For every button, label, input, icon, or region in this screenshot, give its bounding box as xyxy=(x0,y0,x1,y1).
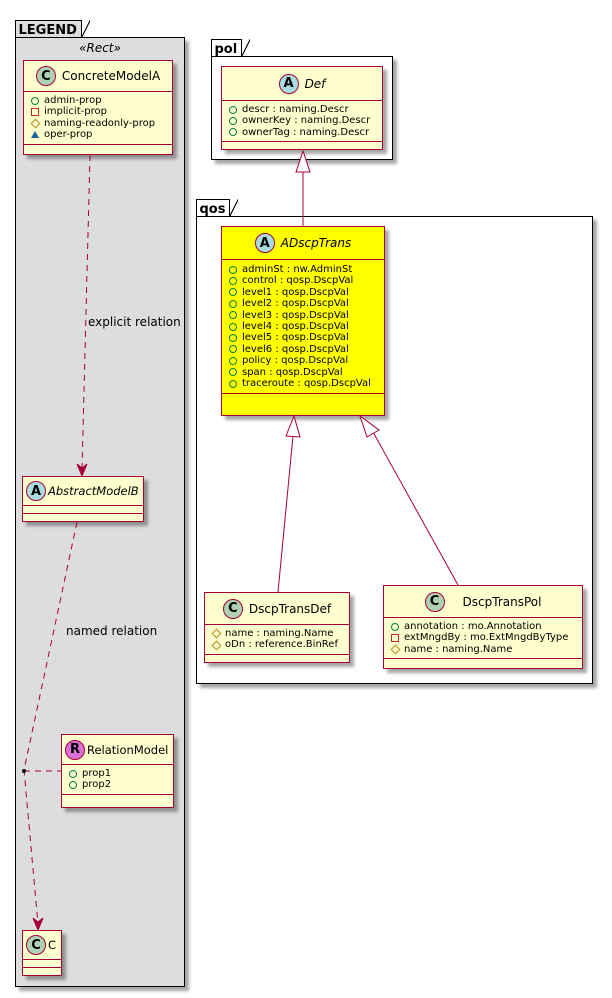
class-name: C xyxy=(48,938,57,952)
class-name: RelationModel xyxy=(87,742,169,757)
attribute: level2 : qosp.DscpVal xyxy=(228,298,378,309)
attribute: span : qosp.DscpVal xyxy=(228,367,378,378)
attribute-list: descr : naming.Descr ownerKey : naming.D… xyxy=(222,101,382,143)
inheritance-edge-dscptransdef-adscptrans xyxy=(277,435,294,593)
attribute: naming-readonly-prop xyxy=(30,118,166,129)
inheritance-arrowhead xyxy=(285,414,301,438)
attribute: level5 : qosp.DscpVal xyxy=(228,332,378,343)
legend-stereotype: «Rect» xyxy=(79,41,121,55)
attribute: annotation : mo.Annotation xyxy=(390,621,576,632)
attribute-list: prop1 prop2 xyxy=(62,765,173,795)
class-dscp-trans-pol[interactable]: C DscpTransPol annotation : mo.Annotatio… xyxy=(383,585,583,669)
class-name: DscpTransPol xyxy=(462,594,542,609)
explicit-relation-label: explicit relation xyxy=(88,315,181,329)
attribute: level4 : qosp.DscpVal xyxy=(228,321,378,332)
attribute-list xyxy=(23,506,143,514)
attribute-list: name : naming.Name oDn : reference.BinRe… xyxy=(205,625,349,655)
attribute-list: annotation : mo.Annotation extMngdBy : m… xyxy=(384,618,582,660)
class-name: DscpTransDef xyxy=(248,601,332,616)
attribute-list: admin-prop implicit-prop naming-readonly… xyxy=(24,92,172,145)
attribute: policy : qosp.DscpVal xyxy=(228,355,378,366)
abstract-badge-icon: A xyxy=(26,481,46,501)
explicit-relation-edge xyxy=(81,154,91,471)
class-dscp-trans-def[interactable]: C DscpTransDef name : naming.Name oDn : … xyxy=(204,592,350,663)
class-c[interactable]: C C xyxy=(22,930,62,976)
attribute-list xyxy=(23,960,61,968)
attribute: oDn : reference.BinRef xyxy=(211,639,343,650)
inheritance-arrowhead xyxy=(359,414,380,438)
class-adscp-trans[interactable]: A ADscpTrans adminSt : nw.AdminSt contro… xyxy=(221,226,385,416)
attribute: level1 : qosp.DscpVal xyxy=(228,287,378,298)
class-concrete-model-a[interactable]: C ConcreteModelA admin-prop implicit-pro… xyxy=(23,60,173,155)
attribute: prop2 xyxy=(68,779,167,790)
named-relation-arrowhead xyxy=(32,917,44,932)
explicit-relation-arrowhead xyxy=(76,463,88,478)
class-name: ConcreteModelA xyxy=(61,69,161,83)
class-relation-model[interactable]: R RelationModel prop1 prop2 xyxy=(61,734,174,808)
inheritance-arrowhead xyxy=(295,149,311,173)
class-badge-icon: C xyxy=(222,598,243,619)
named-relation-label: named relation xyxy=(66,624,158,638)
class-name: ADscpTrans xyxy=(280,236,352,250)
attribute: level6 : qosp.DscpVal xyxy=(228,344,378,355)
relation-junction-dot xyxy=(22,769,26,773)
inheritance-edge-dscptranspol-adscptrans xyxy=(372,431,459,586)
attribute: name : naming.Name xyxy=(390,644,576,655)
class-badge-icon: C xyxy=(424,591,445,612)
class-badge-icon: C xyxy=(26,935,46,955)
attribute: adminSt : nw.AdminSt xyxy=(228,264,378,275)
attribute: descr : naming.Descr xyxy=(228,104,376,115)
attribute: extMngdBy : mo.ExtMngdByType xyxy=(390,632,576,643)
relation-badge-icon: R xyxy=(65,739,85,760)
attribute: control : qosp.DscpVal xyxy=(228,275,378,286)
attribute: name : naming.Name xyxy=(211,628,343,639)
attribute: traceroute : qosp.DscpVal xyxy=(228,378,378,389)
attribute: ownerKey : naming.Descr xyxy=(228,115,376,126)
attribute-list: adminSt : nw.AdminSt control : qosp.Dscp… xyxy=(222,260,384,395)
class-name: Def xyxy=(304,76,326,91)
abstract-badge-icon: A xyxy=(278,73,299,94)
class-def[interactable]: A Def descr : naming.Descr ownerKey : na… xyxy=(221,66,383,150)
qos-package-tab: qos xyxy=(195,198,239,217)
attribute: implicit-prop xyxy=(30,106,166,117)
named-relation-edge xyxy=(23,521,78,925)
attribute: ownerTag : naming.Descr xyxy=(228,127,376,138)
class-name: AbstractModelB xyxy=(48,484,139,498)
attribute: oper-prop xyxy=(30,129,166,140)
abstract-badge-icon: A xyxy=(254,233,275,253)
pol-package-tab: pol xyxy=(210,38,250,57)
legend-package-tab: LEGEND xyxy=(14,19,91,38)
attribute: level3 : qosp.DscpVal xyxy=(228,310,378,321)
class-abstract-model-b[interactable]: A AbstractModelB xyxy=(22,476,144,522)
class-badge-icon: C xyxy=(35,66,56,86)
attribute: admin-prop xyxy=(30,95,166,106)
attribute: prop1 xyxy=(68,768,167,779)
